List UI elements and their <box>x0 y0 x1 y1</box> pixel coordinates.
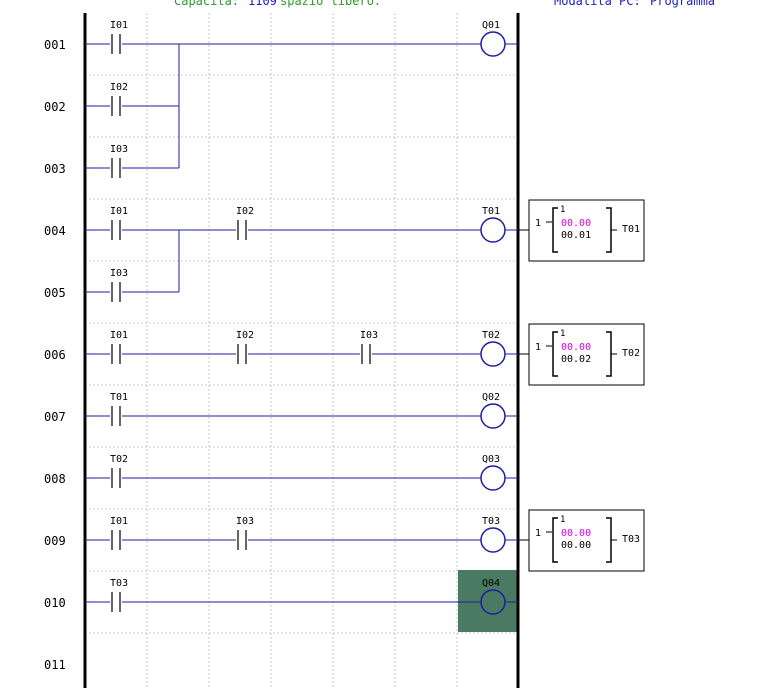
contact-label[interactable]: I03 <box>360 330 378 341</box>
contact-label[interactable]: I03 <box>110 268 128 279</box>
contact-gap <box>110 280 122 304</box>
contact-gap <box>110 156 122 180</box>
contact-label[interactable]: T01 <box>110 392 128 403</box>
timer-current: 00.02 <box>561 354 591 365</box>
rung-number: 011 <box>44 658 66 672</box>
contact-label[interactable]: I01 <box>110 206 128 217</box>
timer-current: 00.00 <box>561 540 591 551</box>
contact-label[interactable]: T02 <box>110 454 128 465</box>
contact-label[interactable]: I02 <box>110 82 128 93</box>
rung-number: 003 <box>44 162 66 176</box>
contact-gap <box>110 590 122 614</box>
timer-preset: 00.00 <box>561 342 591 353</box>
contact-label[interactable]: I01 <box>110 330 128 341</box>
contact-gap <box>236 218 248 242</box>
timer-left-bracket <box>552 517 558 563</box>
coil[interactable] <box>480 31 506 57</box>
timer-block[interactable] <box>528 509 645 572</box>
coil-label[interactable]: T03 <box>482 516 500 527</box>
timer-mode: 1 <box>535 342 541 353</box>
coil[interactable] <box>480 589 506 615</box>
rung-number: 007 <box>44 410 66 424</box>
rung-number: 004 <box>44 224 66 238</box>
contact-gap <box>110 218 122 242</box>
pc-mode-value: Programma <box>650 0 716 8</box>
rung-number: 005 <box>44 286 66 300</box>
timer-name: T03 <box>622 534 640 545</box>
contact-gap <box>110 94 122 118</box>
capacity-value: 1109 <box>248 0 277 8</box>
coil[interactable] <box>480 465 506 491</box>
pc-mode-label: Modalità PC: <box>554 0 641 8</box>
timer-current: 00.01 <box>561 230 591 241</box>
rung-number: 001 <box>44 38 66 52</box>
coil-label[interactable]: T02 <box>482 330 500 341</box>
contact-label[interactable]: I02 <box>236 206 254 217</box>
contact-gap <box>110 466 122 490</box>
free-space-label: spazio libero. <box>280 0 382 8</box>
capacity-label: Capacità: <box>174 0 240 8</box>
contact-gap <box>236 342 248 366</box>
timer-block[interactable] <box>528 199 645 262</box>
contact-label[interactable]: T03 <box>110 578 128 589</box>
coil-label[interactable]: Q02 <box>482 392 500 403</box>
coil[interactable] <box>480 341 506 367</box>
rung-number: 002 <box>44 100 66 114</box>
coil-label[interactable]: Q03 <box>482 454 500 465</box>
contact-gap <box>110 342 122 366</box>
contact-gap <box>236 528 248 552</box>
timer-mode: 1 <box>535 528 541 539</box>
contact-gap <box>110 32 122 56</box>
contact-label[interactable]: I01 <box>110 516 128 527</box>
contact-label[interactable]: I01 <box>110 20 128 31</box>
rung-number: 009 <box>44 534 66 548</box>
timer-top-value: 1 <box>560 329 565 339</box>
timer-mode: 1 <box>535 218 541 229</box>
timer-block[interactable] <box>528 323 645 386</box>
timer-top-value: 1 <box>560 205 565 215</box>
rung-number: 008 <box>44 472 66 486</box>
contact-gap <box>110 528 122 552</box>
rung-number: 010 <box>44 596 66 610</box>
timer-name: T01 <box>622 224 640 235</box>
coil[interactable] <box>480 403 506 429</box>
rung-number: 006 <box>44 348 66 362</box>
coil[interactable] <box>480 527 506 553</box>
contact-gap <box>360 342 372 366</box>
contact-label[interactable]: I02 <box>236 330 254 341</box>
timer-preset: 00.00 <box>561 218 591 229</box>
contact-label[interactable]: I03 <box>110 144 128 155</box>
timer-left-bracket <box>552 207 558 253</box>
coil-label[interactable]: Q04 <box>482 578 500 589</box>
coil-label[interactable]: Q01 <box>482 20 500 31</box>
coil-label[interactable]: T01 <box>482 206 500 217</box>
coil[interactable] <box>480 217 506 243</box>
status-bar: Capacità: 1109 spazio libero. Modalità P… <box>0 0 758 12</box>
timer-left-bracket <box>552 331 558 377</box>
timer-top-value: 1 <box>560 515 565 525</box>
timer-name: T02 <box>622 348 640 359</box>
contact-gap <box>110 404 122 428</box>
timer-preset: 00.00 <box>561 528 591 539</box>
contact-label[interactable]: I03 <box>236 516 254 527</box>
